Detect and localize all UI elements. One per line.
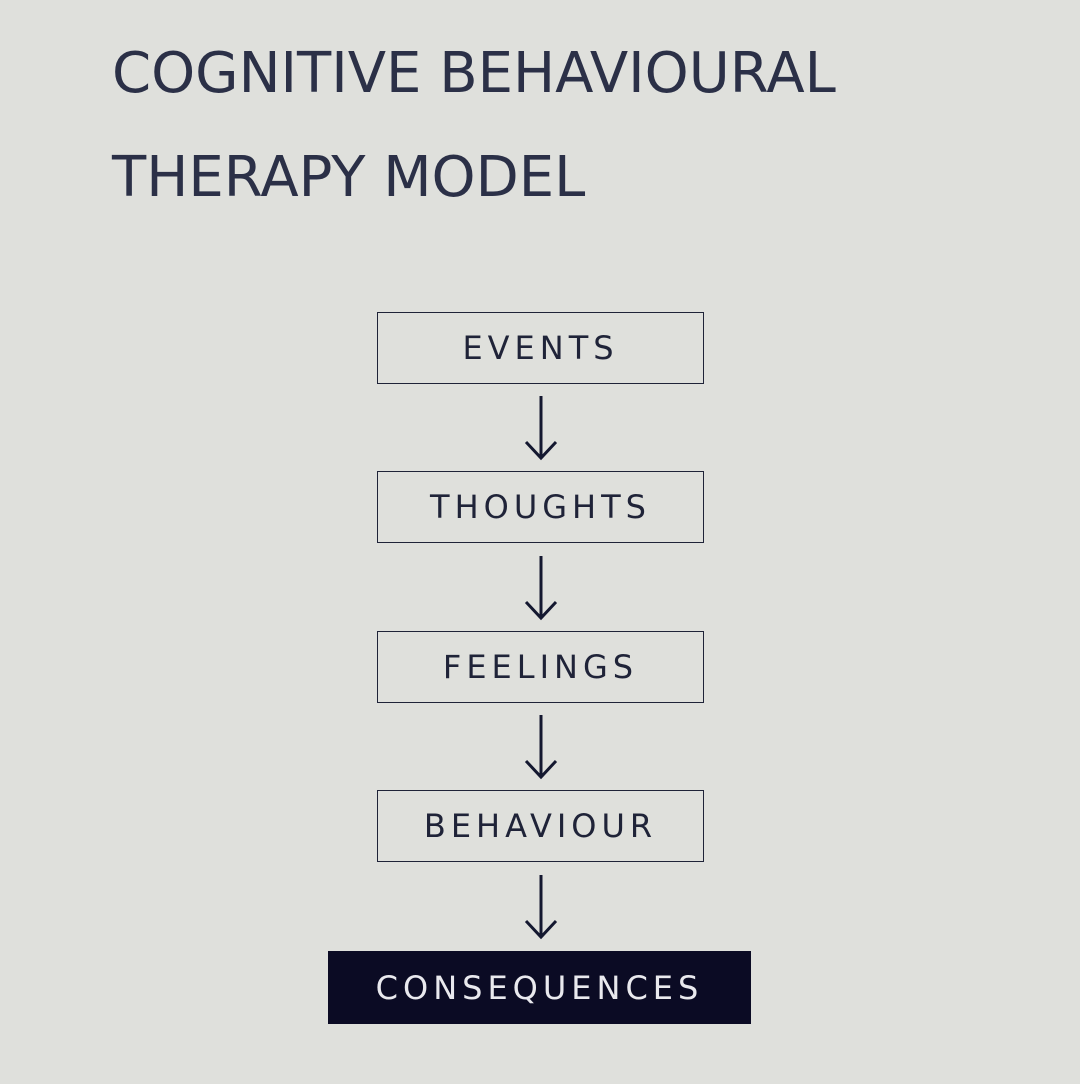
- step-thoughts: THOUGHTS: [377, 471, 704, 543]
- arrow-down-icon: [524, 715, 558, 780]
- arrow-down-icon: [524, 396, 558, 461]
- step-consequences: CONSEQUENCES: [328, 951, 751, 1024]
- step-feelings: FEELINGS: [377, 631, 704, 703]
- arrow-down-icon: [524, 875, 558, 940]
- arrow-down-icon: [524, 556, 558, 621]
- step-behaviour: BEHAVIOUR: [377, 790, 704, 862]
- title-line-2: THERAPY MODEL: [112, 145, 586, 210]
- page-title: COGNITIVE BEHAVIOURAL THERAPY MODEL: [112, 22, 1012, 230]
- step-events: EVENTS: [377, 312, 704, 384]
- title-line-1: COGNITIVE BEHAVIOURAL: [112, 41, 836, 106]
